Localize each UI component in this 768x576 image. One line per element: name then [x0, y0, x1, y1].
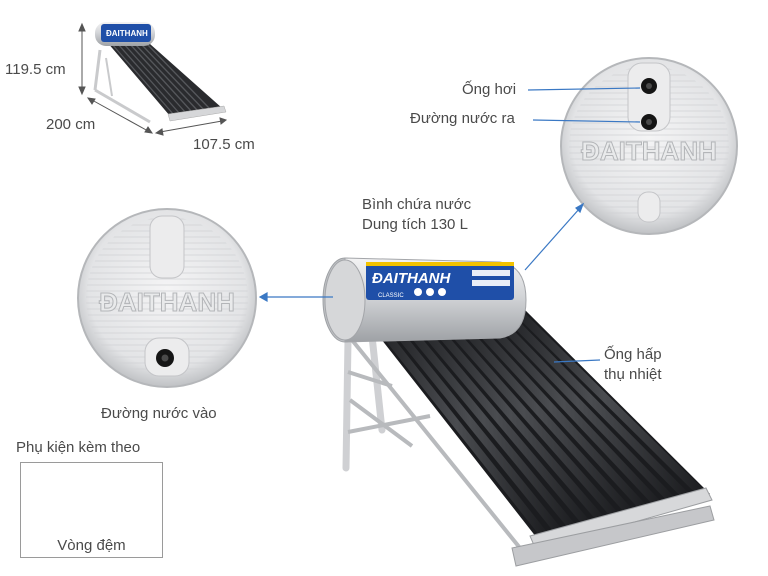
water-inlet-label: Đường nước vào	[101, 405, 217, 422]
absorber-tube	[376, 307, 564, 536]
svg-text:CLASSIC: CLASSIC	[378, 293, 404, 299]
dimension-lines	[78, 22, 228, 136]
main-heater: ĐAITHANH CLASSIC	[322, 257, 715, 567]
water-outlet-label: Đường nước ra	[410, 110, 515, 127]
capacity-label: Dung tích 130 L	[362, 216, 468, 233]
absorber-tube	[504, 298, 704, 496]
svg-text:ĐAITHANH: ĐAITHANH	[99, 287, 235, 317]
absorber-tube	[414, 304, 606, 524]
absorber-tube	[389, 306, 578, 532]
height-dimension: 119.5 cm	[5, 61, 66, 78]
absorber-tubes-label-line1: Ống hấp	[604, 346, 662, 363]
callout-lines	[258, 87, 641, 363]
accessory-box	[20, 462, 163, 558]
svg-text:ĐAITHANH: ĐAITHANH	[106, 29, 148, 38]
absorber-tube	[364, 308, 549, 540]
width-dimension: 107.5 cm	[193, 136, 255, 153]
steam-pipe-label: Ống hơi	[462, 81, 517, 98]
absorber-tube	[440, 302, 634, 516]
absorber-tube	[478, 299, 676, 504]
absorber-tube	[427, 303, 620, 520]
accessory-item-label: Vòng đệm	[57, 537, 126, 554]
right-end-cap: ĐAITHANH	[560, 57, 738, 235]
depth-dimension: 200 cm	[46, 116, 96, 133]
absorber-tube	[453, 301, 648, 512]
absorber-tubes-label-line2: thụ nhiệt	[604, 366, 662, 383]
tank-logo: ĐAITHANH	[372, 270, 451, 287]
absorber-tube	[402, 305, 592, 528]
absorber-tube	[491, 298, 690, 500]
left-end-cap: ĐAITHANH	[77, 208, 257, 388]
accessory-heading: Phụ kiện kèm theo	[16, 439, 141, 456]
tank-label: Bình chứa nước	[362, 196, 472, 213]
svg-text:ĐAITHANH: ĐAITHANH	[581, 136, 717, 166]
thumbnail-heater: ĐAITHANH	[93, 22, 227, 124]
